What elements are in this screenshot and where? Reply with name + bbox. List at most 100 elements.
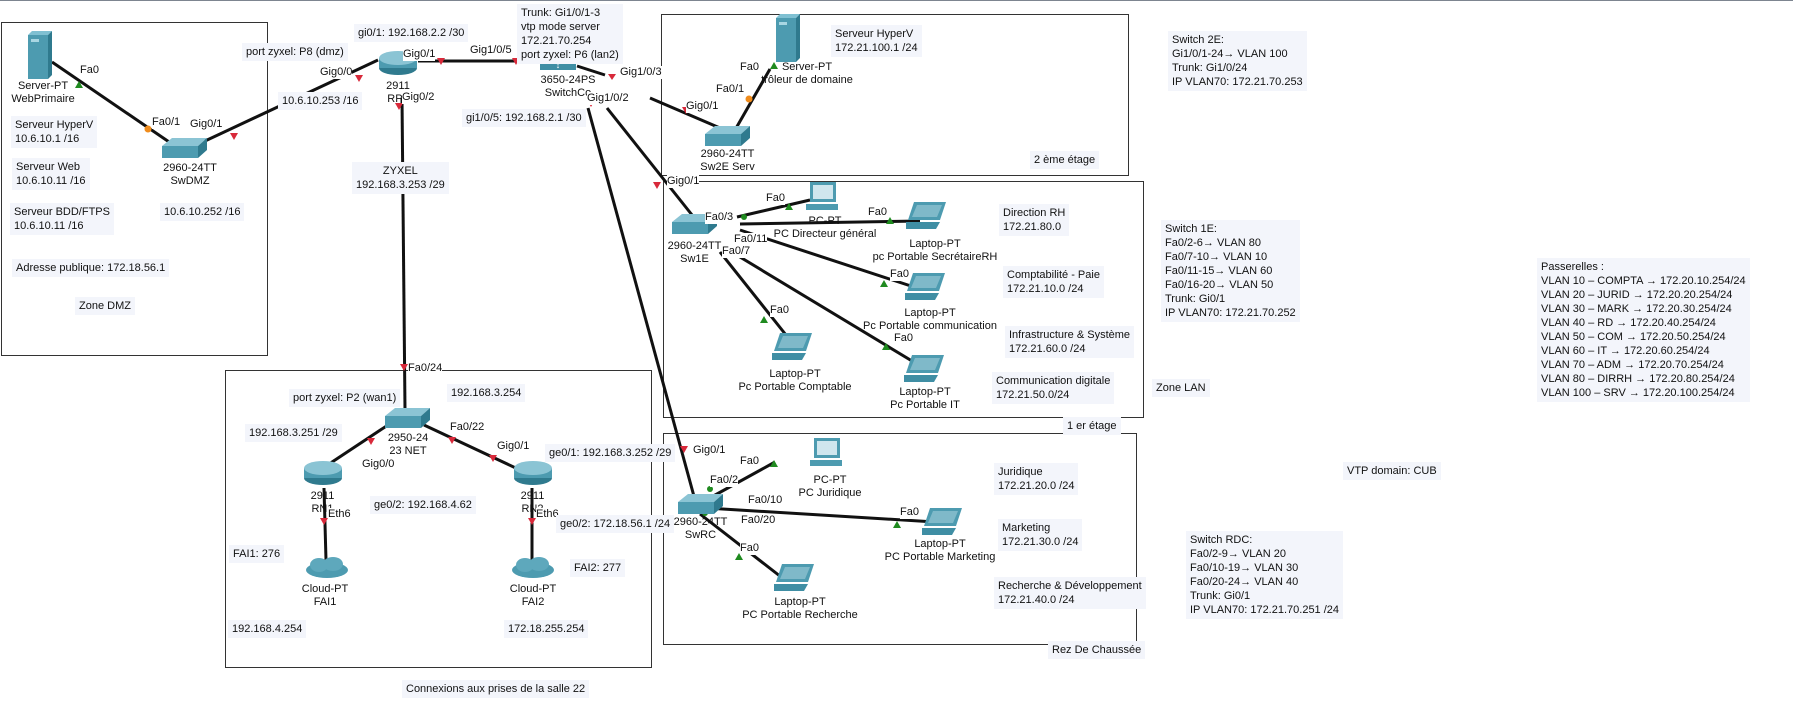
port-label: Fa0 — [890, 268, 909, 281]
port-marker — [489, 455, 497, 462]
device-model: 2960-24TT — [163, 162, 217, 174]
zone-lan-label: Zone LAN — [1152, 379, 1210, 397]
note-port-p8: port zyxel: P8 (dmz) — [242, 43, 348, 61]
device-model: 3650-24PS — [540, 74, 596, 86]
laptop-icon[interactable] — [906, 202, 948, 230]
device-model: 2960-24TT — [667, 240, 722, 252]
link-rpa-net — [400, 97, 407, 411]
port-label: Fa0 — [80, 64, 99, 77]
port-marker — [760, 316, 768, 323]
port-marker — [448, 437, 456, 444]
device-model: Laptop-PT — [774, 596, 826, 608]
pc-icon[interactable] — [806, 182, 842, 214]
device-name: FAI1 — [313, 596, 337, 608]
port-label: Fa0/3 — [705, 211, 734, 224]
laptop-icon[interactable] — [772, 333, 814, 361]
device-model: 2950-24 — [387, 432, 429, 444]
port-marker — [886, 217, 894, 224]
note-infrastructure: Infrastructure & Système 172.21.60.0 /24 — [1005, 326, 1135, 358]
link-sw1e-compta — [718, 251, 788, 336]
laptop-icon[interactable] — [905, 273, 947, 301]
zone-rdc-label: Rez De Chaussée — [1048, 641, 1146, 659]
note-switch-1e: Switch 1E: Fa0/2-6→ VLAN 80 Fa0/7-10→ VL… — [1161, 220, 1300, 322]
router-icon[interactable] — [513, 460, 553, 486]
port-marker — [653, 182, 661, 189]
zone-etage2-box — [661, 14, 1129, 176]
note-gi01-rpa: gi0/1: 192.168.2.2 /30 — [354, 24, 469, 42]
device-model: 2911 — [386, 80, 410, 92]
device-model: 2960-24TT — [673, 516, 728, 528]
laptop-icon[interactable] — [904, 355, 946, 383]
device-model: Laptop-PT — [769, 368, 821, 380]
note-switch-rdc: Switch RDC: Fa0/2-9→ VLAN 20 Fa0/10-19→ … — [1186, 531, 1344, 619]
device-name: Pc Portable communication — [863, 320, 997, 332]
laptop-icon[interactable] — [774, 564, 816, 592]
port-label: Fa0/1 — [716, 83, 745, 96]
port-marker — [707, 486, 713, 492]
pc-icon[interactable] — [810, 438, 846, 470]
switch-icon[interactable] — [705, 126, 750, 148]
port-label: Gig0/1 — [667, 175, 700, 188]
router-icon[interactable] — [303, 460, 343, 486]
note-rd: Recherche & Développement 172.21.40.0 /2… — [994, 577, 1146, 609]
port-label: Gig0/1 — [686, 100, 719, 113]
device-name: 23 NET — [389, 445, 427, 457]
port-label: Fa0 — [740, 61, 759, 74]
switch-icon[interactable] — [678, 494, 723, 516]
device-name: Sw2E Serv — [700, 161, 755, 173]
device-name: WebPrimaire — [11, 93, 75, 105]
switch-icon[interactable] — [385, 408, 430, 430]
note-fai1-ip: 192.168.4.254 — [228, 620, 307, 638]
port-label: Fa0/7 — [722, 245, 751, 258]
link-core-sw2e-b — [649, 96, 721, 130]
zone-etage1-label: 1 er étage — [1063, 417, 1121, 435]
port-marker — [770, 62, 778, 69]
device-name: SwRC — [684, 529, 717, 541]
device-name: Sw1E — [680, 253, 709, 265]
cloud-icon[interactable] — [305, 556, 349, 578]
port-label: Fa0/2 — [710, 474, 739, 487]
port-marker — [770, 460, 778, 467]
port-label: Gig0/1 — [403, 48, 436, 61]
note-direction-rh: Direction RH 172.21.80.0 — [999, 204, 1070, 236]
port-label: Gig1/0/5 — [470, 44, 512, 57]
port-label: Fa0/1 — [152, 116, 181, 129]
device-model: Laptop-PT — [909, 238, 961, 250]
note-passerelles: Passerelles : VLAN 10 – COMPTA → 172.20.… — [1537, 258, 1750, 402]
port-marker — [745, 95, 753, 103]
port-label: Fa0/20 — [741, 514, 776, 527]
note-ip-rpa-gig00: 10.6.10.253 /16 — [278, 92, 363, 110]
device-model: Cloud-PT — [301, 583, 349, 595]
link-sw1e-pcdg — [736, 198, 811, 219]
device-model: Laptop-PT — [914, 538, 966, 550]
port-label: Gig0/0 — [320, 66, 353, 79]
note-hyperv-2e: Serveur HyperV 172.21.100.1 /24 — [831, 25, 922, 57]
cloud-icon[interactable] — [511, 556, 555, 578]
port-marker — [608, 74, 616, 80]
port-label: Gig0/1 — [190, 118, 223, 131]
server-icon[interactable] — [24, 31, 54, 79]
link-sw1e-comm — [739, 228, 918, 290]
laptop-icon[interactable] — [922, 508, 964, 536]
device-model: 2911 — [520, 490, 545, 502]
note-adresse-publique: Adresse publique: 172.18.56.1 — [12, 259, 170, 277]
port-marker — [735, 553, 743, 560]
device-name: Pc Portable Comptable — [738, 381, 852, 393]
note-marketing: Marketing 172.21.30.0 /24 — [998, 519, 1083, 551]
note-serveur-bdd: Serveur BDD/FTPS 10.6.10.11 /16 — [10, 203, 114, 235]
note-switch-2e: Switch 2E: Gi1/0/1-24→ VLAN 100 Trunk: G… — [1168, 31, 1307, 91]
device-name: SwitchCo — [544, 87, 592, 99]
switch-icon[interactable] — [162, 138, 207, 160]
note-ge02-rn2: ge0/2: 172.18.56.1 /24 — [556, 515, 675, 533]
port-marker — [528, 518, 536, 525]
server-icon[interactable] — [772, 14, 802, 62]
port-label: Fa0 — [740, 542, 759, 555]
device-model: 2911 — [310, 490, 335, 502]
